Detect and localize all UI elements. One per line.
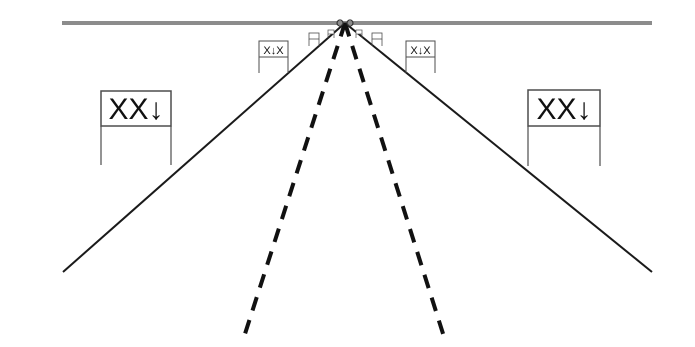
right-lane-marking (343, 22, 447, 341)
sign-mid-left: X↓X (258, 40, 289, 73)
sign-near-left: XX↓ (100, 90, 172, 165)
vanishing-point-left (336, 19, 344, 27)
vanishing-point-right (346, 19, 354, 27)
sign-far-left (308, 29, 335, 46)
sign-mid-right-symbols: X↓X (410, 45, 431, 57)
sign-mid-right: X↓X (405, 40, 436, 73)
sign-mid-left-symbols: X↓X (263, 45, 284, 57)
left-road-edge (62, 22, 346, 273)
sign-far-right (355, 29, 383, 46)
right-road-edge (344, 22, 653, 273)
sign-near-left-symbols: XX↓ (108, 93, 163, 126)
sign-near-right-symbols: XX↓ (536, 93, 591, 126)
left-lane-marking (241, 22, 347, 341)
sign-near-right: XX↓ (527, 89, 601, 166)
